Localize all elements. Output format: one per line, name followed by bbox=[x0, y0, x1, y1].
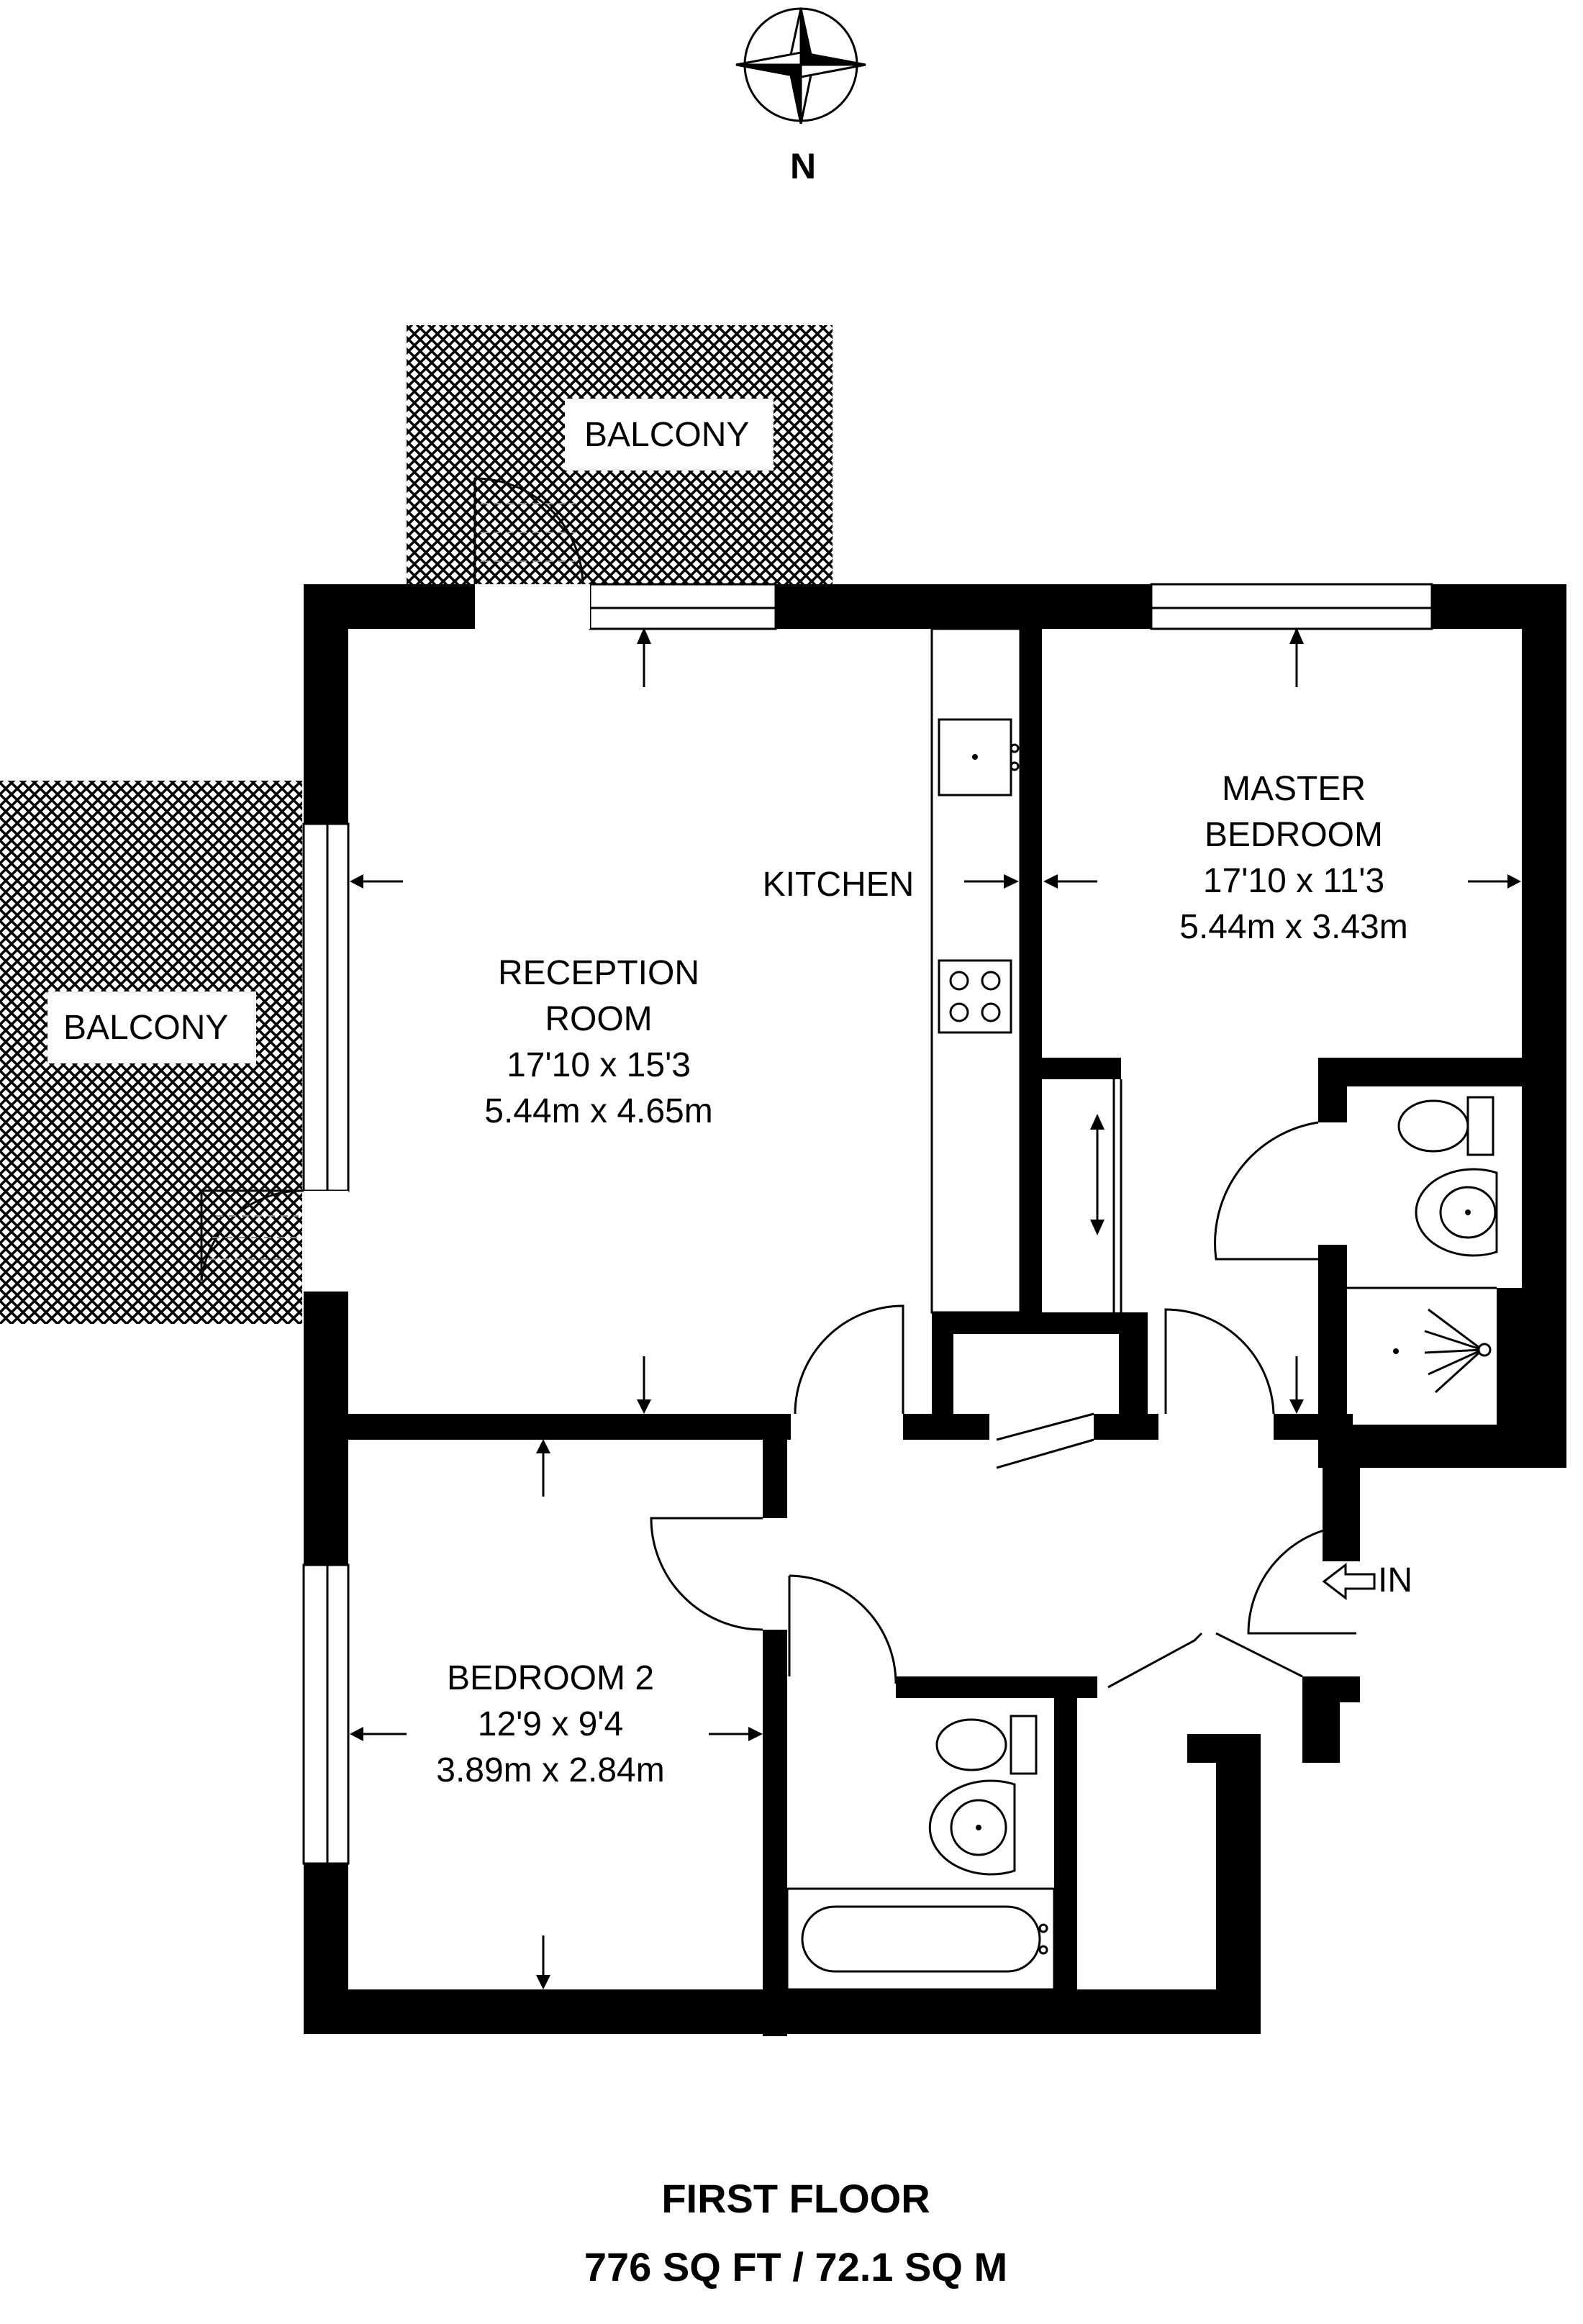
dimension-arrows bbox=[350, 627, 1521, 1989]
bedroom2-dim-imperial: 12'9 x 9'4 bbox=[478, 1705, 623, 1743]
floor-area: 776 SQ FT / 72.1 SQ M bbox=[584, 2244, 1007, 2289]
balcony-left-label: BALCONY bbox=[63, 1009, 228, 1047]
windows bbox=[302, 583, 1433, 1865]
shower-icon bbox=[1347, 1286, 1497, 1394]
footer: FIRST FLOOR 776 SQ FT / 72.1 SQ M bbox=[584, 2176, 1007, 2289]
window-reception-left bbox=[302, 822, 350, 1192]
kitchen-counter bbox=[930, 627, 1022, 1314]
master-name-line2: BEDROOM bbox=[1205, 816, 1383, 854]
master-name-line1: MASTER bbox=[1222, 770, 1366, 808]
compass-north-label: N bbox=[790, 146, 816, 186]
hob-icon bbox=[938, 959, 1012, 1034]
window-bedroom2-left bbox=[302, 1563, 350, 1865]
bedroom2-name: BEDROOM 2 bbox=[447, 1659, 654, 1697]
compass: N bbox=[735, 7, 866, 186]
ensuite-fixtures bbox=[1347, 1096, 1498, 1394]
compass-star-icon bbox=[735, 8, 866, 124]
window-reception-top bbox=[589, 583, 777, 630]
basin-icon bbox=[1415, 1168, 1498, 1257]
master-dim-imperial: 17'10 x 11'3 bbox=[1203, 862, 1384, 900]
master-dim-metric: 5.44m x 3.43m bbox=[1179, 908, 1407, 946]
balcony-top-label: BALCONY bbox=[584, 416, 749, 454]
bathroom-toilet-icon bbox=[935, 1715, 1038, 1775]
room-master-bedroom: MASTER BEDROOM 17'10 x 11'3 5.44m x 3.43… bbox=[1179, 770, 1407, 946]
kitchen-name: KITCHEN bbox=[763, 866, 915, 904]
bathtub-icon bbox=[786, 1887, 1056, 1991]
reception-dim-metric: 5.44m x 4.65m bbox=[484, 1092, 712, 1130]
balcony-top: BALCONY bbox=[407, 325, 833, 584]
entrance-label: IN bbox=[1378, 1561, 1412, 1599]
entrance: IN bbox=[1378, 1561, 1412, 1599]
entrance-arrow-icon bbox=[1322, 1562, 1376, 1601]
room-reception: RECEPTION ROOM 17'10 x 15'3 5.44m x 4.65… bbox=[484, 954, 712, 1130]
reception-name-line2: ROOM bbox=[545, 1000, 652, 1038]
bathroom-basin-icon bbox=[928, 1779, 1016, 1876]
window-master-top bbox=[1150, 583, 1433, 630]
bedroom2-dim-metric: 3.89m x 2.84m bbox=[436, 1751, 664, 1789]
balcony-left: BALCONY bbox=[0, 781, 302, 1324]
reception-name-line1: RECEPTION bbox=[498, 954, 699, 992]
balcony-top-label-box bbox=[565, 399, 774, 471]
reception-dim-imperial: 17'10 x 15'3 bbox=[507, 1046, 691, 1084]
floor-name: FIRST FLOOR bbox=[661, 2176, 930, 2221]
balcony-left-label-box bbox=[47, 991, 256, 1063]
room-kitchen: KITCHEN bbox=[763, 866, 915, 904]
room-bedroom2: BEDROOM 2 12'9 x 9'4 3.89m x 2.84m bbox=[436, 1659, 664, 1789]
bathroom-fixtures bbox=[786, 1715, 1056, 1991]
doors bbox=[200, 477, 1360, 1689]
toilet-icon bbox=[1397, 1096, 1494, 1156]
